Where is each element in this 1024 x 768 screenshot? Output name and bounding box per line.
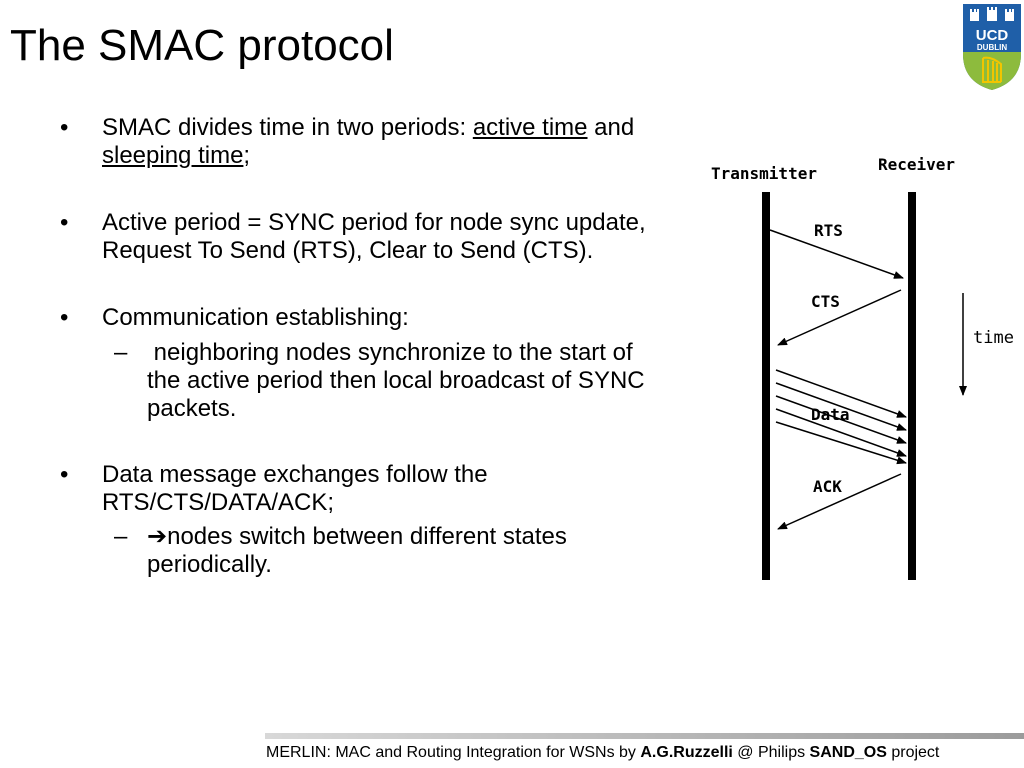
bullet-marker: •: [60, 209, 69, 236]
bullet-marker: •: [60, 114, 69, 141]
logo-text-dublin: DUBLIN: [977, 43, 1007, 52]
ack-arrow: [777, 473, 902, 530]
bullet-line: Active period = SYNC period for node syn…: [102, 209, 646, 236]
right-arrow-icon: ➔: [147, 523, 168, 550]
time-label: time: [973, 328, 1014, 348]
subbullet-line: periodically.: [147, 551, 272, 578]
bullet-line: Data message exchanges follow the: [102, 461, 488, 488]
ack-label: ACK: [813, 477, 842, 496]
footer-divider: [265, 733, 1024, 739]
bullet-marker: •: [60, 461, 69, 488]
bullet-line: Request To Send (RTS), Clear to Send (CT…: [102, 237, 594, 264]
rts-cts-diagram: Transmitter Receiver RTS CTS Data ACK ti…: [711, 155, 1014, 580]
subbullet-marker: –: [114, 339, 128, 366]
data-arrow: [775, 395, 907, 444]
data-arrow: [775, 382, 907, 431]
bullet-text-part: SMAC divides time in two periods:: [102, 114, 473, 141]
data-arrow: [775, 408, 907, 457]
subbullet-marker: –: [114, 523, 128, 550]
bullet-text-part: ;: [243, 142, 251, 169]
footer-text: @ Philips: [732, 744, 810, 761]
data-arrow: [775, 369, 907, 418]
rts-arrow: [769, 229, 904, 279]
subbullet-line: packets.: [147, 395, 237, 422]
footer-author: A.G.Ruzzelli: [640, 744, 733, 761]
sleeping-time-term: sleeping time: [102, 142, 244, 169]
subbullet-text: nodes switch between different states: [167, 523, 567, 550]
bullet-text: SMAC divides time in two periods: active…: [102, 114, 702, 142]
bullet-line: RTS/CTS/DATA/ACK;: [102, 489, 335, 516]
bullet-text: sleeping time;: [102, 142, 702, 170]
footer-text: MERLIN: MAC and Routing Integration for …: [266, 744, 641, 761]
cts-label: CTS: [811, 292, 840, 311]
subbullet-line: ➔nodes switch between different states: [147, 523, 707, 551]
harp-icon: [982, 56, 1002, 83]
subbullet-line: the active period then local broadcast o…: [147, 367, 645, 394]
rts-label: RTS: [814, 221, 843, 240]
slide-title: The SMAC protocol: [10, 21, 394, 70]
transmitter-label: Transmitter: [711, 164, 817, 183]
data-arrow: [775, 421, 907, 465]
data-label: Data: [811, 405, 850, 424]
footer: MERLIN: MAC and Routing Integration for …: [266, 744, 939, 762]
cts-arrow: [777, 289, 902, 346]
bullet-marker: •: [60, 304, 69, 331]
footer-text: project: [886, 744, 940, 761]
active-time-term: active time: [472, 114, 588, 141]
footer-project: SAND_OS: [809, 744, 887, 761]
subbullet-line: neighboring nodes synchronize to the sta…: [147, 339, 633, 366]
receiver-label: Receiver: [878, 155, 955, 174]
ucd-logo: UCD DUBLIN: [963, 4, 1021, 90]
logo-text-ucd: UCD: [976, 27, 1009, 44]
bullet-text-part: and: [587, 114, 635, 141]
bullet-line: Communication establishing:: [102, 304, 409, 331]
